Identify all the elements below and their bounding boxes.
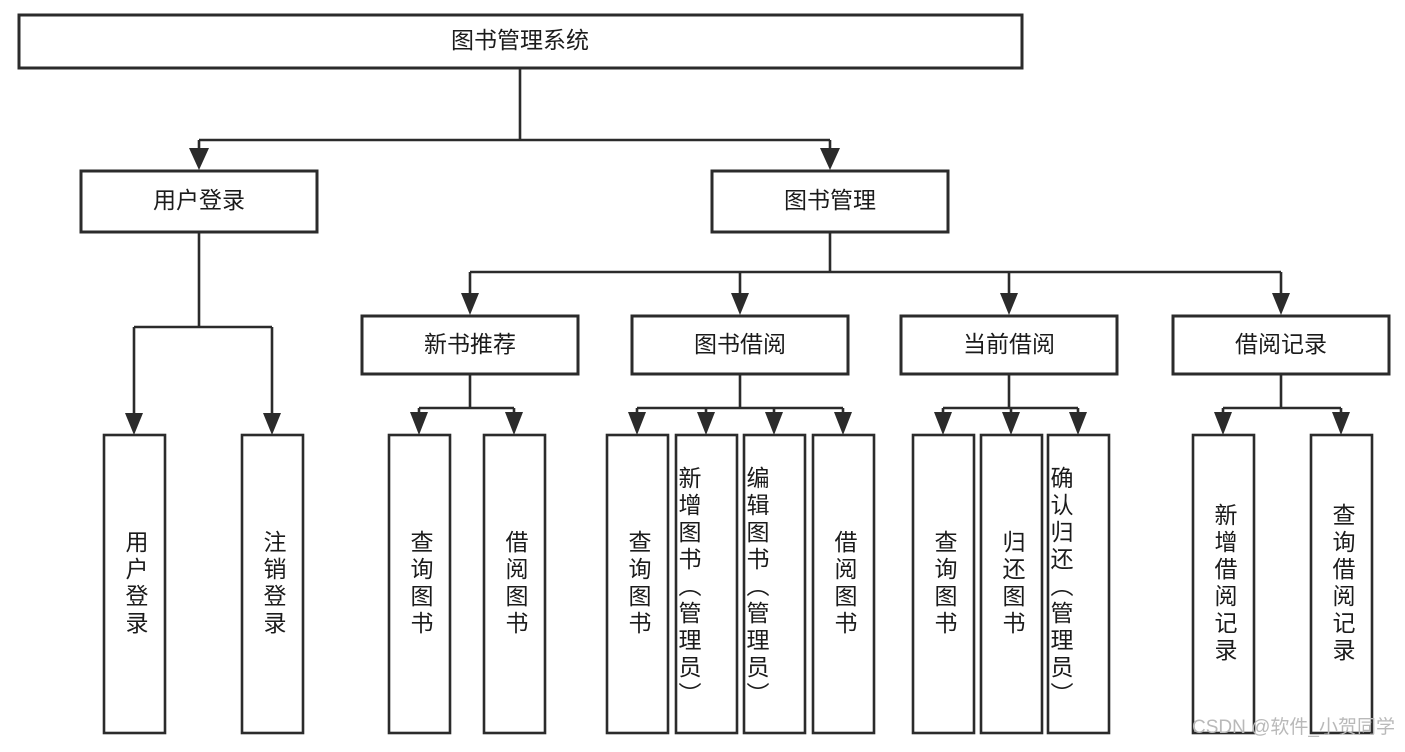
csdn-watermark: CSDN @软件_小贺同学 bbox=[1192, 716, 1395, 738]
arrow-head-icon-book-borrow bbox=[731, 293, 749, 315]
node-leaf-query-book-2-label: 查询图书 bbox=[625, 530, 651, 638]
node-leaf-query-record[interactable]: 查询借阅记录 bbox=[1311, 435, 1372, 733]
node-leaf-query-book-2-box[interactable] bbox=[605, 433, 670, 735]
node-leaf-add-record-label: 新增借阅记录 bbox=[1211, 503, 1237, 665]
node-leaf-query-book-1-label: 查询图书 bbox=[407, 530, 433, 638]
node-book-management-label: 图书管理 bbox=[784, 187, 876, 213]
node-book-borrow-box[interactable] bbox=[630, 314, 850, 376]
node-current-borrow[interactable]: 当前借阅 bbox=[899, 314, 1119, 376]
arrow-head-icon-leaf-borrow-book-1 bbox=[505, 412, 523, 435]
arrow-head-icon-leaf-return-book bbox=[1002, 412, 1020, 435]
arrow-head-icon-leaf-edit-book bbox=[765, 412, 783, 435]
node-leaf-add-book[interactable]: 新增图书（管理员） bbox=[675, 435, 737, 733]
node-book-borrow-label: 图书借阅 bbox=[694, 331, 786, 357]
node-leaf-logout-login-label: 注销登录 bbox=[260, 530, 286, 638]
node-leaf-add-record[interactable]: 新增借阅记录 bbox=[1193, 435, 1254, 733]
connector-layer bbox=[125, 68, 1350, 435]
node-leaf-user-login[interactable]: 用户登录 bbox=[104, 435, 165, 733]
node-user-login-box[interactable] bbox=[79, 169, 319, 234]
node-leaf-query-book-2[interactable]: 查询图书 bbox=[607, 435, 668, 733]
node-user-login-label: 用户登录 bbox=[153, 187, 245, 213]
node-leaf-return-book-box[interactable] bbox=[979, 433, 1044, 735]
node-current-borrow-box[interactable] bbox=[899, 314, 1119, 376]
node-leaf-query-book-3[interactable]: 查询图书 bbox=[913, 435, 974, 733]
node-borrow-record[interactable]: 借阅记录 bbox=[1171, 314, 1391, 376]
node-leaf-query-book-1[interactable]: 查询图书 bbox=[389, 435, 450, 733]
arrow-head-icon-borrow-record bbox=[1272, 293, 1290, 315]
node-leaf-borrow-book-1-box[interactable] bbox=[482, 433, 547, 735]
node-book-management-box[interactable] bbox=[710, 169, 950, 234]
node-leaf-user-login-box[interactable] bbox=[102, 433, 167, 735]
node-leaf-borrow-book-2[interactable]: 借阅图书 bbox=[813, 435, 874, 733]
node-leaf-edit-book[interactable]: 编辑图书（管理员） bbox=[743, 435, 805, 733]
arrow-head-icon-leaf-borrow-book-2 bbox=[834, 412, 852, 435]
node-leaf-query-book-1-box[interactable] bbox=[387, 433, 452, 735]
node-current-borrow-label: 当前借阅 bbox=[963, 331, 1055, 357]
node-leaf-return-book-label: 归还图书 bbox=[999, 530, 1025, 638]
arrow-head-icon-book-management bbox=[820, 148, 840, 170]
node-leaf-edit-book-box[interactable] bbox=[742, 433, 807, 735]
node-new-book-recommend-box[interactable] bbox=[360, 314, 580, 376]
arrow-head-icon-leaf-query-book-1 bbox=[410, 412, 428, 435]
node-leaf-confirm-return-box[interactable] bbox=[1046, 433, 1111, 735]
node-leaf-add-book-box[interactable] bbox=[674, 433, 739, 735]
leaf-box-layer bbox=[102, 433, 1374, 735]
arrow-head-icon-leaf-logout-login bbox=[263, 413, 281, 435]
node-new-book-recommend-label: 新书推荐 bbox=[424, 331, 516, 357]
node-leaf-return-book[interactable]: 归还图书 bbox=[981, 435, 1042, 733]
arrow-head-icon-leaf-query-record bbox=[1332, 412, 1350, 435]
node-leaf-edit-book-label: 编辑图书（管理员） bbox=[743, 465, 769, 709]
node-book-management[interactable]: 图书管理 bbox=[710, 169, 950, 234]
node-leaf-borrow-book-1[interactable]: 借阅图书 bbox=[484, 435, 545, 733]
node-user-login[interactable]: 用户登录 bbox=[79, 169, 319, 234]
arrow-head-icon-leaf-confirm-return bbox=[1069, 412, 1087, 435]
arrow-head-icon-leaf-query-book-2 bbox=[628, 412, 646, 435]
arrow-head-icon-leaf-add-record bbox=[1214, 412, 1232, 435]
node-leaf-borrow-book-2-box[interactable] bbox=[811, 433, 876, 735]
arrow-head-icon-leaf-user-login bbox=[125, 413, 143, 435]
node-book-borrow[interactable]: 图书借阅 bbox=[630, 314, 850, 376]
node-borrow-record-box[interactable] bbox=[1171, 314, 1391, 376]
arrow-head-icon-current-borrow bbox=[1000, 293, 1018, 315]
node-leaf-confirm-return-label: 确认归还（管理员） bbox=[1047, 465, 1073, 709]
node-leaf-confirm-return[interactable]: 确认归还（管理员） bbox=[1047, 435, 1109, 733]
node-leaf-logout-login-box[interactable] bbox=[240, 433, 305, 735]
node-leaf-logout-login[interactable]: 注销登录 bbox=[242, 435, 303, 733]
node-leaf-add-book-label: 新增图书（管理员） bbox=[675, 465, 701, 709]
node-leaf-query-record-label: 查询借阅记录 bbox=[1329, 503, 1355, 665]
arrow-head-icon-leaf-query-book-3 bbox=[934, 412, 952, 435]
node-new-book-recommend[interactable]: 新书推荐 bbox=[360, 314, 580, 376]
arrow-head-icon-user-login bbox=[189, 148, 209, 170]
node-root[interactable]: 图书管理系统 bbox=[17, 13, 1024, 70]
arrow-head-icon-new-book-recommend bbox=[461, 293, 479, 315]
node-leaf-add-record-box[interactable] bbox=[1191, 433, 1256, 735]
node-leaf-borrow-book-1-label: 借阅图书 bbox=[502, 530, 528, 638]
node-leaf-query-book-3-box[interactable] bbox=[911, 433, 976, 735]
node-root-label: 图书管理系统 bbox=[451, 27, 589, 53]
node-leaf-user-login-label: 用户登录 bbox=[122, 530, 148, 638]
node-leaf-query-record-box[interactable] bbox=[1309, 433, 1374, 735]
node-leaf-borrow-book-2-label: 借阅图书 bbox=[831, 530, 857, 638]
node-leaf-query-book-3-label: 查询图书 bbox=[931, 530, 957, 638]
node-borrow-record-label: 借阅记录 bbox=[1235, 331, 1327, 357]
arrow-head-icon-leaf-add-book bbox=[697, 412, 715, 435]
node-root-box[interactable] bbox=[17, 13, 1024, 70]
